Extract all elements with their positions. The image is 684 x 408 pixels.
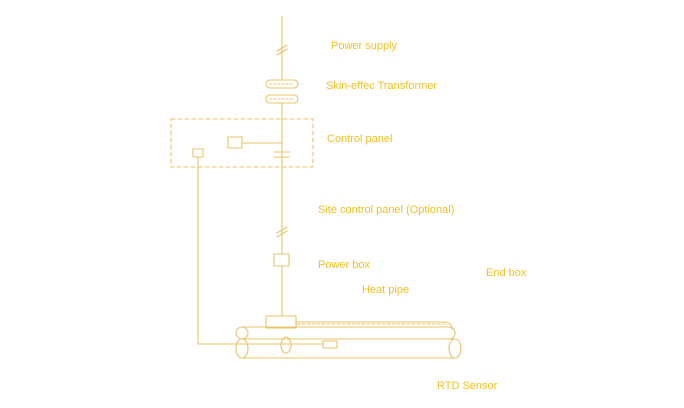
control-relay-box (227, 136, 243, 149)
end-box-label: End box (486, 267, 527, 279)
rtd-controller-box (192, 148, 204, 158)
pipe-flange (280, 336, 292, 354)
site-control-break-mark (276, 226, 288, 238)
pipe-connection-box (265, 315, 297, 329)
heat-pipe-label: Heat pipe (362, 284, 410, 296)
site-control-panel-label: Site control panel (Optional) (318, 204, 455, 216)
rtd-sensor-element (322, 340, 338, 349)
power-box-label: Power box (318, 259, 370, 271)
power-box-symbol (273, 253, 290, 267)
power-supply-break-mark (276, 44, 288, 56)
heat-pipe-upper (235, 326, 456, 340)
control-panel-label: Control panel (327, 133, 393, 145)
rtd-sensor-label: RTD Sensor (437, 380, 498, 392)
contactor-symbol (273, 151, 291, 158)
transformer-label: Skin-effec Transformer (326, 80, 438, 92)
power-supply-label: Power supply (331, 40, 398, 52)
control-panel-enclosure (170, 118, 314, 168)
transformer-symbol (265, 79, 299, 104)
heat-pipe-lower (235, 338, 462, 359)
end-box-loop (444, 321, 453, 330)
